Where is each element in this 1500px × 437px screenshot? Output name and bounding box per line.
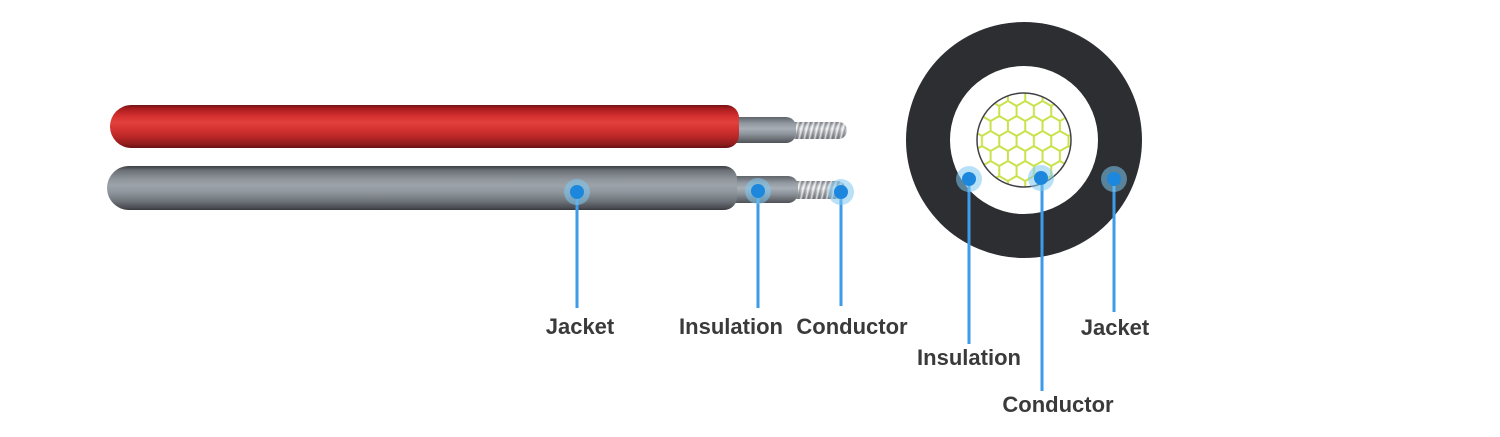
side-conductor-leader-line: [839, 199, 843, 306]
cross-conductor-leader-line: [1040, 185, 1044, 391]
cross-conductor-label: Conductor: [1002, 392, 1114, 417]
cross-insulation-leader-line: [967, 186, 971, 344]
cross-jacket-marker-dot: [1107, 172, 1121, 186]
red-cable-insulation: [732, 117, 796, 143]
cross-conductor-core: [976, 92, 1072, 188]
side-conductor-label: Conductor: [796, 314, 908, 339]
side-insulation-leader-line: [756, 198, 760, 308]
side-jacket-leader-line: [575, 198, 579, 308]
side-jacket-label: Jacket: [545, 314, 615, 339]
cross-insulation-label: Insulation: [917, 345, 1021, 370]
side-conductor-marker-dot: [834, 185, 848, 199]
gray-cable-insulation: [732, 176, 798, 203]
red-cable-conductor: [792, 122, 847, 139]
cross-conductor-marker-dot: [1034, 171, 1048, 185]
red-cable-jacket: [110, 105, 739, 148]
cross-jacket-leader-line: [1112, 186, 1116, 312]
cross-jacket-label: Jacket: [1080, 315, 1150, 340]
gray-cable-jacket: [107, 166, 737, 210]
cross-section-graphic: [906, 22, 1142, 258]
side-jacket-marker-dot: [570, 185, 584, 199]
side-insulation-marker-dot: [751, 184, 765, 198]
cross-insulation-marker-dot: [962, 172, 976, 186]
side-insulation-label: Insulation: [679, 314, 783, 339]
gray-cable-conductor: [794, 181, 846, 199]
